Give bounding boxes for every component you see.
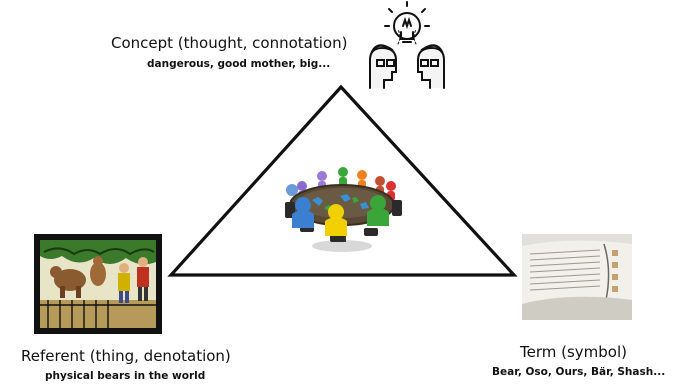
semiotic-triangle [167,84,518,277]
concept-examples: dangerous, good mother, big... [147,58,331,70]
two-thinkers-lightbulb-icon [369,1,445,89]
referent-examples: physical bears in the world [45,370,206,382]
term-title: Term (symbol) [520,343,627,361]
term-examples: Bear, Oso, Ours, Bär, Shash... [492,366,666,378]
round-table-meeting-icon [285,167,402,252]
referent-title: Referent (thing, denotation) [21,347,231,365]
concept-title: Concept (thought, connotation) [111,34,348,52]
open-dictionary-icon [522,234,632,320]
bears-and-people-picture-icon [34,234,162,334]
